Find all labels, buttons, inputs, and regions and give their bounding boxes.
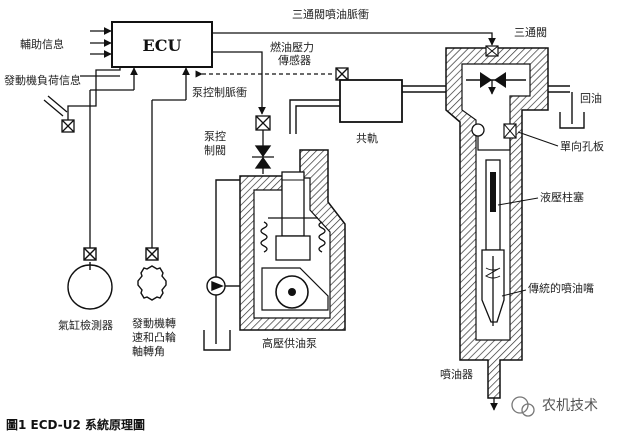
three-way-valve-label: 三通閥 (514, 26, 547, 39)
aux-info-label: 輔助信息 (20, 37, 64, 51)
speed-cam-label-3: 軸轉角 (132, 344, 165, 358)
three-way-pulse-label: 三通閥噴油脈衝 (292, 7, 369, 21)
engine-load-label: 發動機負荷信息 (4, 73, 81, 87)
speed-cam-sensor (137, 247, 167, 301)
ecu-label: ECU (143, 36, 182, 55)
return-oil-label: 回油 (580, 91, 602, 105)
feed-pump (203, 179, 240, 351)
cylinder-sensor (67, 247, 113, 310)
ecu-signal-lines (89, 67, 190, 248)
common-rail-label: 共軌 (356, 131, 378, 145)
one-way-orifice-pointer (517, 131, 559, 147)
three-way-pulse-line (212, 32, 496, 46)
hp-pump (239, 149, 346, 331)
one-way-orifice-label: 單向孔板 (560, 139, 604, 153)
watermark-text: 农机技术 (542, 398, 598, 414)
injector-label: 噴油器 (440, 367, 473, 381)
speed-cam-label-1: 發動機轉 (132, 316, 176, 330)
aux-info-arrows (90, 27, 112, 58)
cylinder-sensor-label: 氣缸檢測器 (58, 318, 113, 332)
conventional-nozzle-pointer (501, 289, 527, 297)
hp-pump-label: 高壓供油泵 (262, 336, 317, 350)
injector (445, 45, 549, 411)
common-rail (339, 79, 403, 123)
pump-control-valve (252, 115, 274, 174)
rail-pressure-sensor (335, 67, 349, 81)
hydraulic-piston-label: 液壓柱塞 (540, 190, 584, 204)
hydraulic-piston-pointer (497, 197, 539, 206)
return-oil-line (548, 85, 585, 129)
pump-control-pulse-label: 泵控制脈衝 (192, 85, 247, 99)
conventional-nozzle-label: 傳統的噴油嘴 (528, 281, 594, 295)
engine-load-sensor (43, 68, 121, 133)
wechat-icon (511, 396, 529, 414)
ecu-box (111, 21, 213, 68)
pump-control-valve-label-2: 制閥 (204, 144, 226, 157)
ecu-to-pump-valve-line (212, 51, 266, 115)
rail-pressure-label-1: 燃油壓力 (270, 40, 314, 54)
pump-control-valve-label-1: 泵控 (204, 129, 226, 143)
rail-pressure-label-2: 傳感器 (278, 54, 311, 67)
speed-cam-label-2: 速和凸輪 (132, 330, 176, 344)
watermark: 农机技术 (511, 396, 598, 417)
figure-caption: 圖1 ECD-U2 系統原理圖 (6, 417, 145, 432)
